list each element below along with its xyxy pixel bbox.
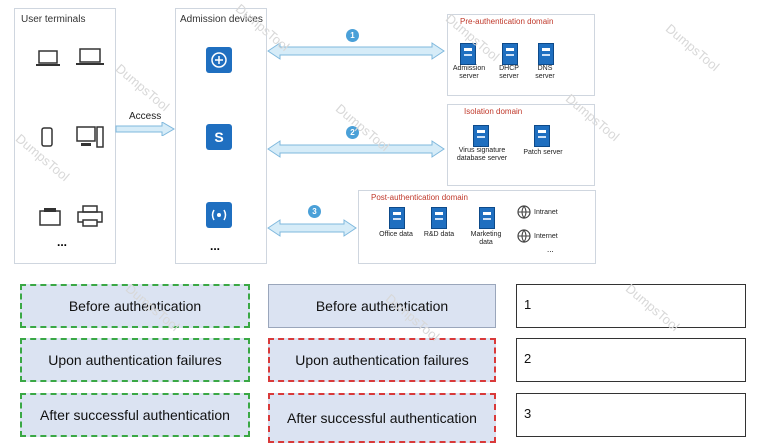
admission-devices-panel: Admission devices S ... [175, 8, 267, 264]
wireless-ap-icon [206, 202, 232, 228]
router-icon [206, 47, 232, 73]
server-icon [502, 43, 518, 65]
server-label: Office data [379, 231, 413, 238]
server-label: Virus signature database server [456, 147, 508, 162]
globe-icon [517, 205, 531, 219]
server-label: R&D data [423, 231, 455, 238]
globe-icon [517, 229, 531, 243]
server-icon [538, 43, 554, 65]
user-terminals-title: User terminals [21, 14, 86, 25]
server-icon [534, 125, 550, 147]
option-upon-failure-mid[interactable]: Upon authentication failures [268, 338, 496, 382]
post-auth-domain: Post-authentication domain Office data R… [358, 190, 596, 264]
pre-auth-domain: Pre-authentication domain Admission serv… [447, 14, 595, 96]
marker-1: 1 [346, 29, 359, 42]
option-before-auth-left[interactable]: Before authentication [20, 284, 250, 328]
laptop-icon [36, 50, 60, 66]
marker-3: 3 [308, 205, 321, 218]
isolation-title: Isolation domain [464, 107, 523, 116]
ip-phone-icon [39, 208, 61, 226]
server-label: Marketing data [470, 231, 502, 246]
server-icon [479, 207, 495, 229]
option-upon-failure-left[interactable]: Upon authentication failures [20, 338, 250, 382]
watermark: DumpsTool [662, 20, 723, 75]
laptop-icon-2 [76, 48, 104, 65]
option-after-success-left[interactable]: After successful authentication [20, 393, 250, 437]
server-icon [460, 43, 476, 65]
server-label: Admission server [452, 65, 486, 80]
watermark: DumpsTool [112, 60, 173, 115]
server-label: DNS server [535, 65, 555, 80]
double-arrow-2 [267, 140, 445, 158]
phone-icon [41, 127, 53, 147]
network-label: Intranet [534, 209, 558, 216]
access-label: Access [129, 111, 162, 122]
post-auth-more: ... [547, 245, 554, 254]
printer-icon [77, 205, 103, 227]
option-before-auth-mid[interactable]: Before authentication [268, 284, 496, 328]
switch-icon: S [206, 124, 232, 150]
access-arrow [115, 122, 175, 136]
isolation-domain: Isolation domain Virus signature databas… [447, 104, 595, 186]
user-terminals-more: ... [57, 235, 68, 249]
admission-devices-more: ... [210, 239, 221, 253]
server-icon [431, 207, 447, 229]
admission-devices-title: Admission devices [180, 14, 263, 25]
desktop-icon [76, 126, 104, 148]
server-label: Patch server [523, 149, 563, 156]
option-after-success-mid[interactable]: After successful authentication [268, 393, 496, 443]
user-terminals-panel: User terminals ... [14, 8, 116, 264]
pre-auth-title: Pre-authentication domain [460, 17, 554, 26]
target-slot-3[interactable]: 3 [516, 393, 746, 437]
server-icon [389, 207, 405, 229]
server-icon [473, 125, 489, 147]
network-label: Internet [534, 233, 558, 240]
target-slot-1[interactable]: 1 [516, 284, 746, 328]
post-auth-title: Post-authentication domain [371, 193, 468, 202]
marker-2: 2 [346, 126, 359, 139]
double-arrow-3 [267, 219, 357, 237]
double-arrow-1 [267, 42, 445, 60]
target-slot-2[interactable]: 2 [516, 338, 746, 382]
server-label: DHCP server [499, 65, 519, 80]
